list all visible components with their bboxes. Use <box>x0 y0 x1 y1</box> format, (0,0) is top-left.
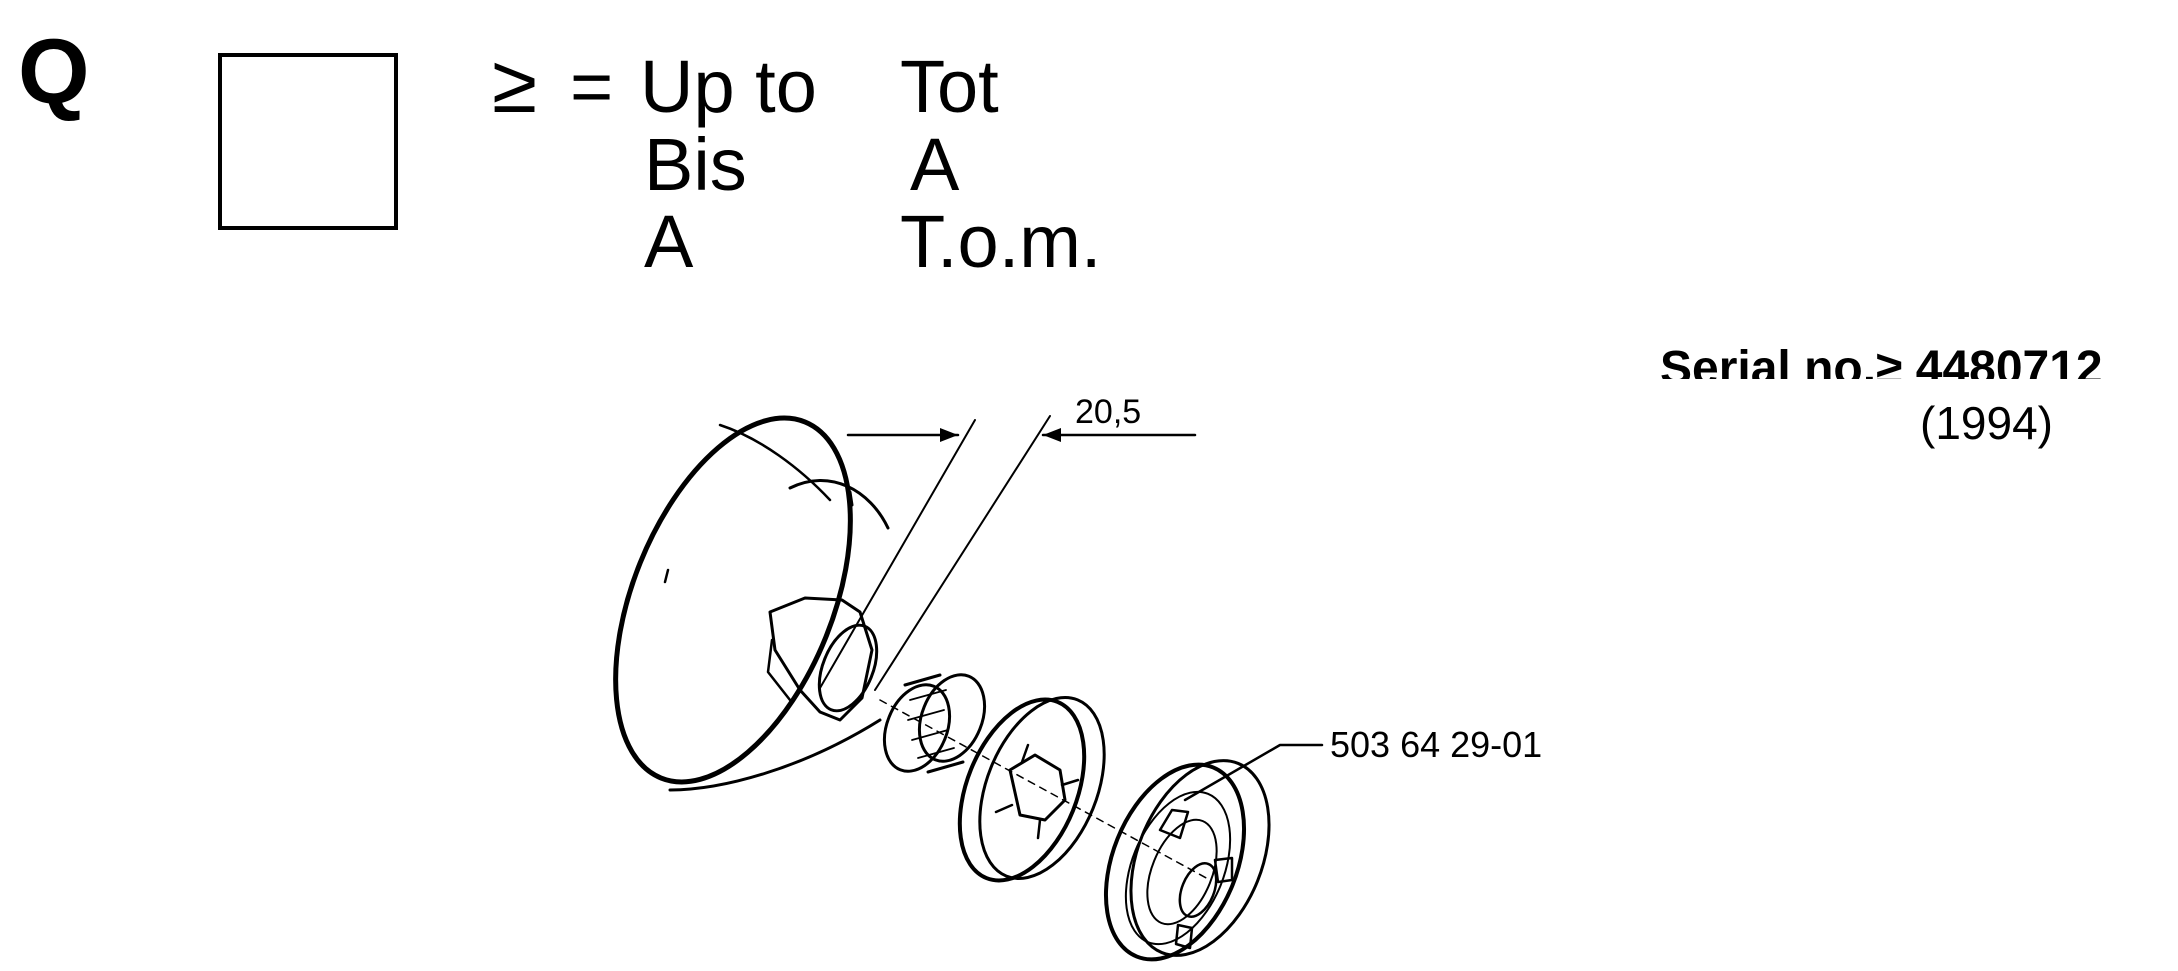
section-letter: Q <box>18 21 90 123</box>
rim-sprocket-icon <box>957 696 1106 883</box>
legend-col1-line2: Bis <box>644 123 747 206</box>
legend-col1-line1: Up to <box>640 45 817 128</box>
legend-col2-line3: T.o.m. <box>900 200 1102 283</box>
legend-symbol: ≥ <box>492 39 538 130</box>
serial-number: Serial no.≥ 4480712 <box>1660 345 2103 379</box>
legend-col2-line2: A <box>910 123 960 206</box>
legend-box <box>218 53 398 230</box>
serial-year: (1994) <box>1920 397 2053 449</box>
clutch-drum-icon <box>613 415 890 792</box>
legend-equals: = <box>570 45 614 128</box>
spur-sprocket-icon <box>1103 759 1271 962</box>
legend-col2-line1: Tot <box>900 45 999 128</box>
dimension-lines <box>819 415 1197 691</box>
legend-col1-line3: A <box>644 200 694 283</box>
part-number-label: 503 64 29-01 <box>1330 724 1543 765</box>
part-number-leader <box>1183 743 1324 802</box>
dimension-label: 20,5 <box>1075 393 1142 431</box>
needle-bearing-icon <box>882 673 987 774</box>
axis-line <box>879 699 1211 881</box>
